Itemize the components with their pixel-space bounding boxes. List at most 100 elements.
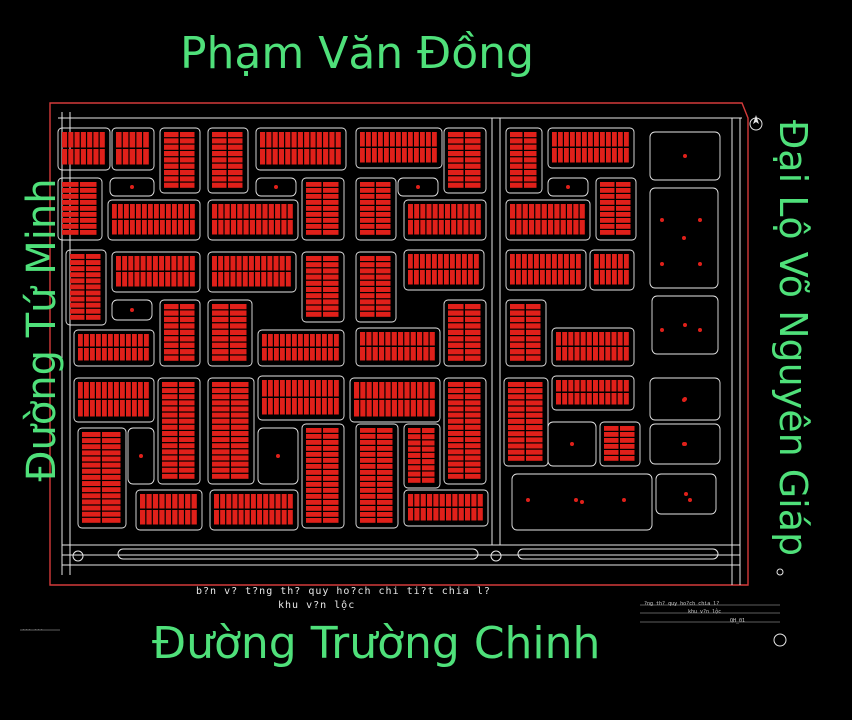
lot-plot [267,272,273,287]
lot-plot [82,438,101,444]
lot-plot [298,348,303,361]
lot-plot [306,488,322,493]
lot-plot [164,349,179,355]
lot-plot [162,382,178,387]
lot-plot [220,510,226,525]
lot-plot [185,510,191,525]
lot-plot [404,400,410,417]
lot-plot [465,336,481,342]
lot-plot [285,256,291,271]
north-arrow-icon [749,115,763,131]
lot-plot [465,400,481,406]
lot-plot [84,400,89,417]
lot-plot [360,464,376,469]
lot-plot [391,347,397,361]
lot-plot [172,510,178,525]
lot-plot [231,418,249,424]
lot-plot [372,132,377,147]
lot-plot [86,254,101,259]
lot-plot [306,293,322,299]
lot-plot [448,304,464,310]
lot-plot [275,220,281,235]
lot-plot [126,348,131,361]
lot-plot [142,220,147,235]
lot-plot [465,170,481,176]
lot-plot [304,380,309,397]
lot-plot [360,230,375,235]
lot-plot [269,510,275,525]
lot-plot [306,262,322,268]
lot-plot [570,132,575,147]
lot-plot [310,398,315,415]
lot-plot [286,334,291,347]
lot-block [349,377,441,423]
lot-plot [179,388,195,394]
lot-plot [508,455,525,461]
lot-plot [179,467,195,473]
lot-plot [408,508,414,521]
lot-plot [82,511,101,517]
lot-plot [232,510,238,525]
lot-plot [183,272,189,287]
lot-plot [86,308,101,314]
lot-plot [164,157,179,163]
lot-plot [102,493,121,499]
lot-plot [408,428,421,434]
lot-plot [212,431,230,436]
lot-plot [463,204,469,219]
lot-plot [468,254,473,269]
lot-plot [306,518,322,523]
lot-plot [568,380,574,392]
lot-plot [404,347,410,361]
lot-plot [306,482,322,487]
lot-plot [243,220,249,235]
lot-plot [291,149,297,165]
lot-plot [376,293,391,299]
lot-block [209,489,299,531]
lot-plot [475,204,481,219]
lot-plot [160,204,165,219]
lot-plot [448,437,464,443]
lot-block [355,177,397,241]
site-boundary [49,102,749,586]
lot-block [599,421,641,467]
lot-plot [180,355,195,361]
lot-plot [124,220,129,235]
lot-plot [108,382,113,399]
lot-plot [266,132,272,148]
lot-plot [262,220,268,235]
lot-plot [564,270,569,285]
lot-plot [612,148,617,163]
lot-block [589,249,635,291]
lot-plot [372,400,379,417]
lot-plot [510,151,523,157]
lot-plot [189,272,195,287]
lot-plot [385,382,391,399]
lot-plot [360,311,375,317]
lot-plot [586,393,592,405]
lot-plot [212,412,230,418]
lot-plot [212,394,230,400]
lot-plot [90,382,95,399]
lot-plot [212,349,229,355]
lot-plot [402,148,407,163]
lot-plot [448,431,464,436]
lot-plot [570,148,575,163]
lot-plot [86,290,101,296]
lot-plot [191,494,197,509]
lot-plot [159,494,165,509]
lot-plot [306,458,322,463]
lot-plot [179,437,195,443]
lot-plot [508,400,525,406]
road-label-top: Phạm Văn Đồng [180,28,534,79]
park-marker [682,398,686,402]
lot-plot [298,334,303,347]
lot-plot [471,508,477,521]
lot-plot [261,256,267,271]
lot-plot [458,494,464,507]
lot-plot [144,400,149,417]
lot-plot [126,400,131,417]
lot-plot [420,270,425,285]
lot-block [355,423,399,529]
lot-plot [179,412,195,418]
